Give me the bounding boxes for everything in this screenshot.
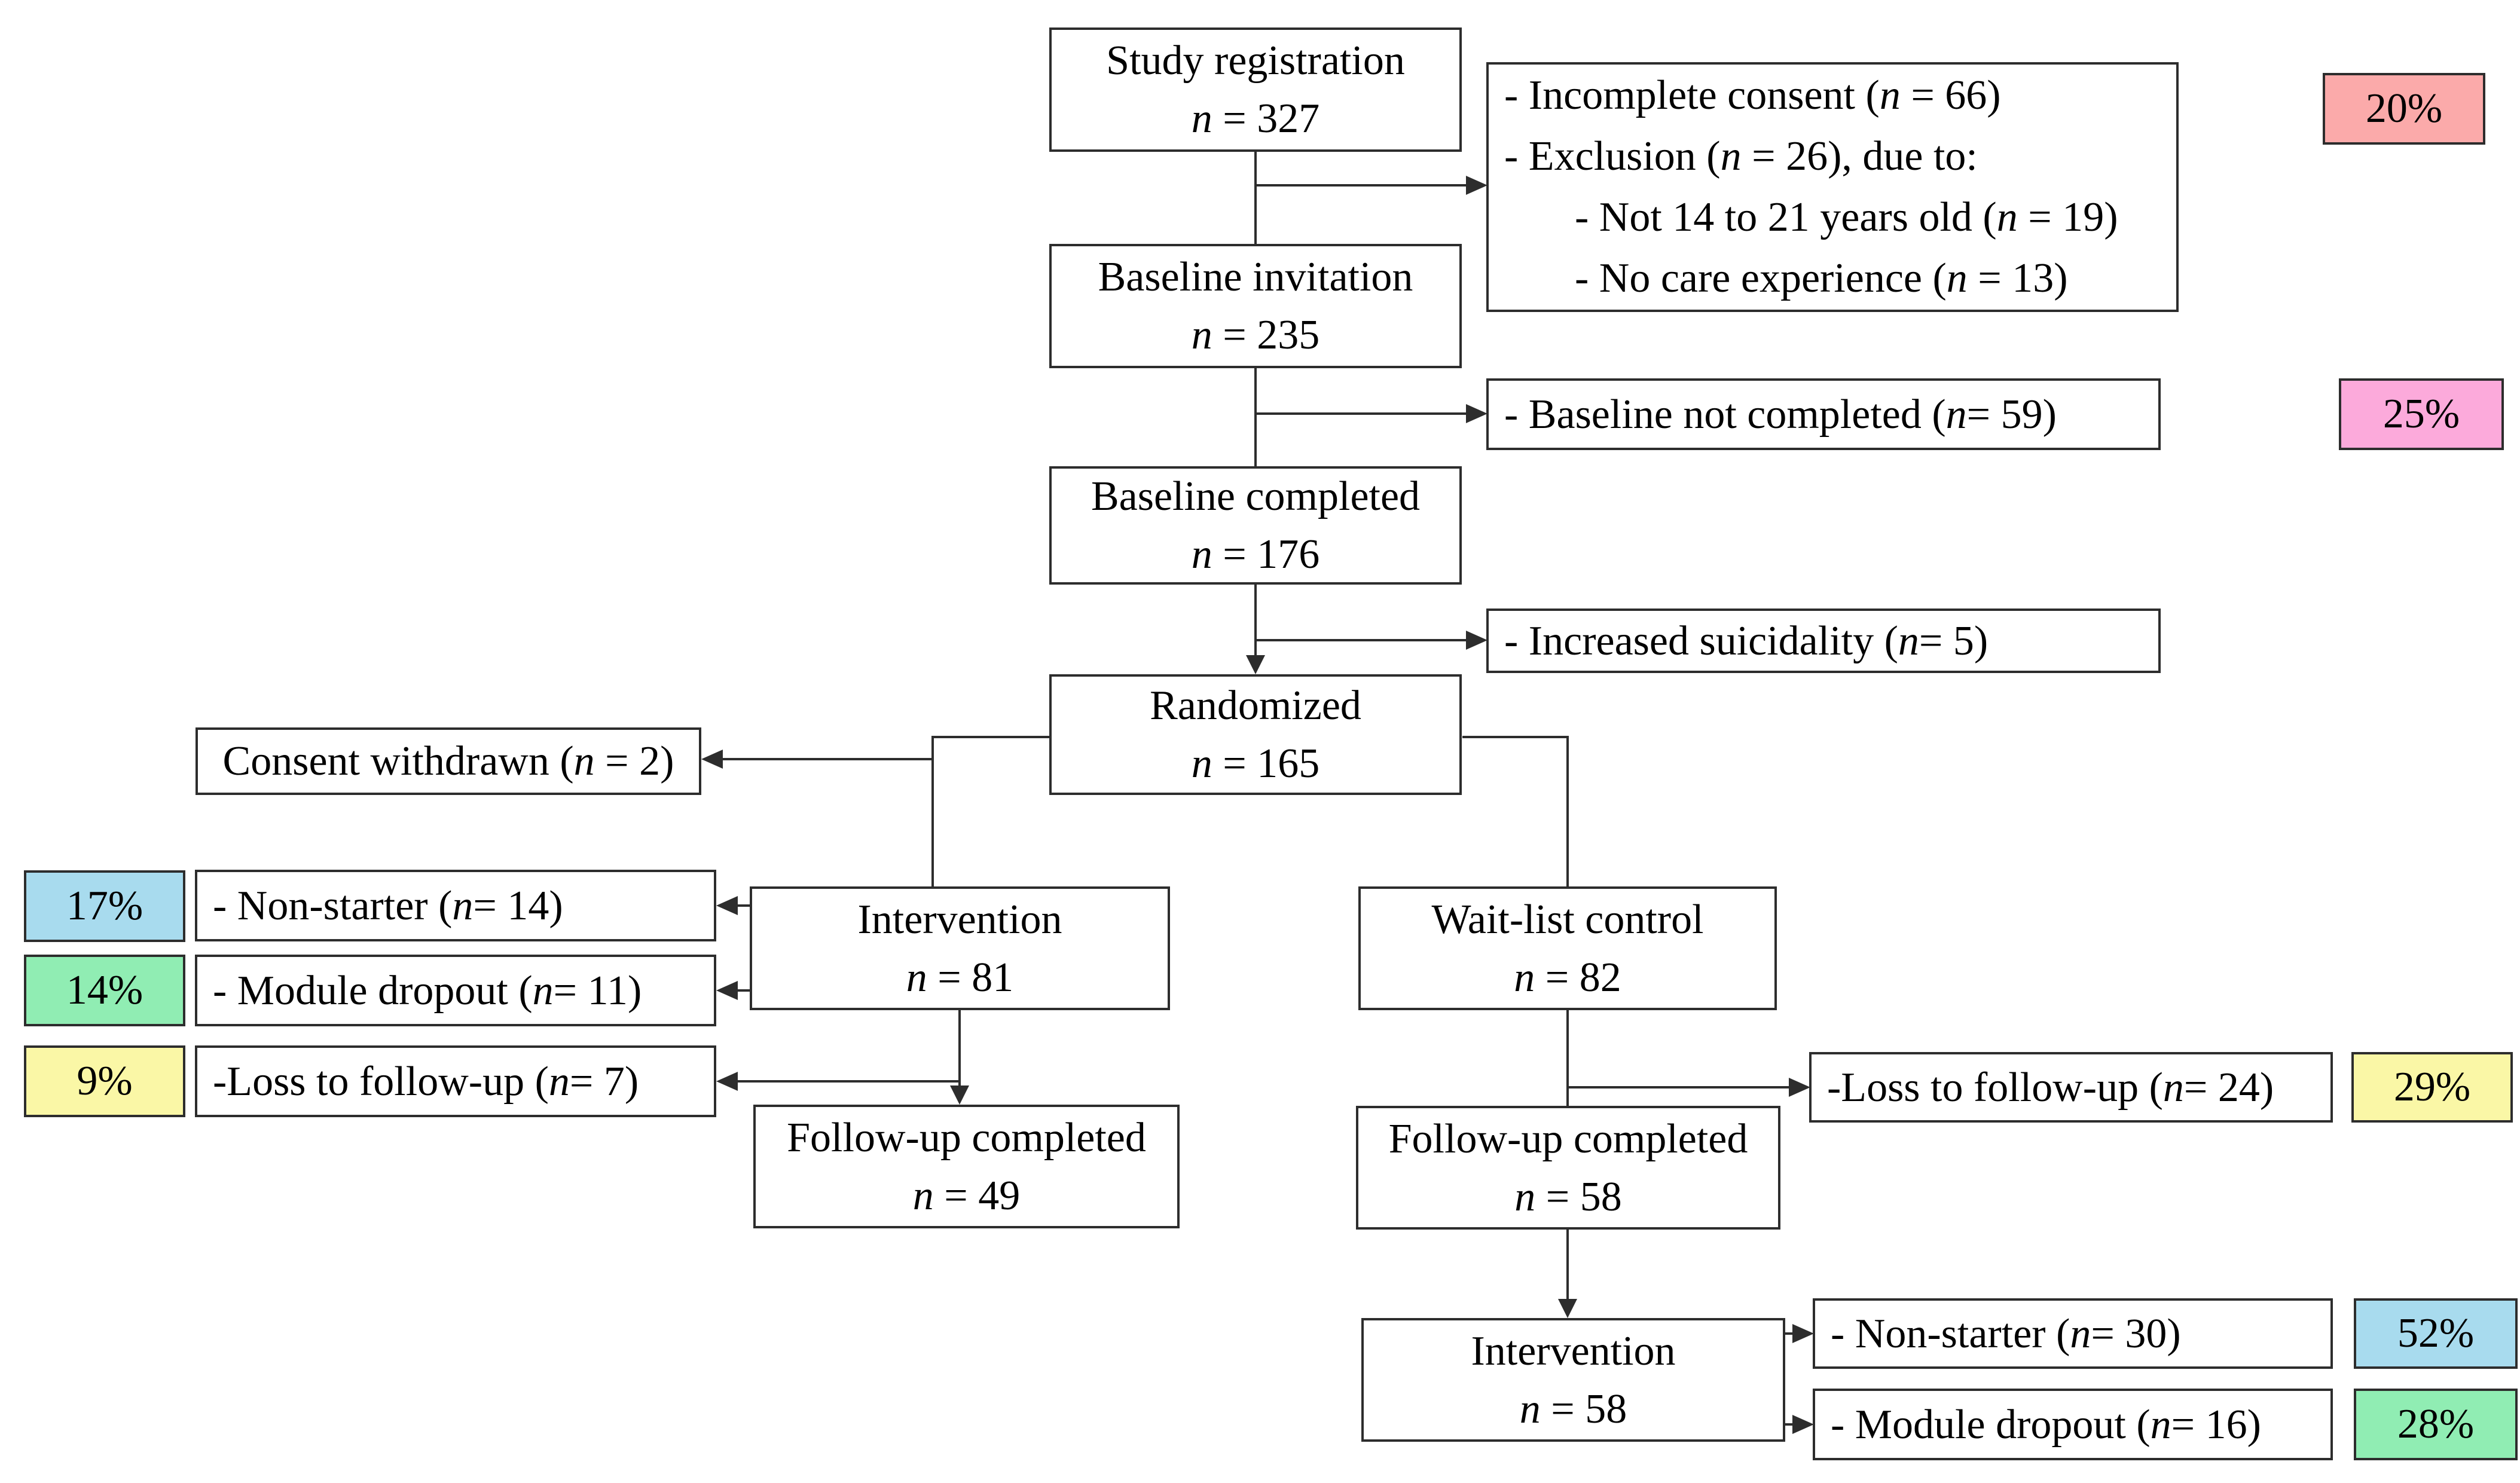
node-baseline-completed: Baseline completed n = 176 xyxy=(1049,466,1462,585)
connector-waitlist-followup xyxy=(1566,1010,1569,1106)
arrowhead-right xyxy=(1789,1078,1810,1097)
node-study-registration: Study registration n = 327 xyxy=(1049,27,1462,152)
rate-badge-dropout-intervention: 14% xyxy=(24,955,185,1026)
rate-value: 20% xyxy=(2365,85,2443,132)
node-title: Wait-list control xyxy=(1431,896,1704,943)
rate-badge-loss-intervention: 9% xyxy=(24,1045,185,1117)
exclusion-line: - Exclusion (n = 26), due to: xyxy=(1504,133,1978,179)
exclusion-box-dropout-intervention: - Module dropout (n = 11) xyxy=(195,955,716,1026)
exclusion-subline: - No care experience (n = 13) xyxy=(1575,255,2068,301)
exclusion-box-loss-waitlist: -Loss to follow-up (n = 24) xyxy=(1809,1052,2333,1123)
connector-to-dropout-intervention xyxy=(737,989,751,992)
node-title: Randomized xyxy=(1150,683,1361,729)
connector-to-consent-withdrawn xyxy=(722,758,934,760)
rate-badge-nonstarter-intervention: 17% xyxy=(24,870,185,942)
connector-registration-invitation xyxy=(1254,152,1257,244)
connector-to-increased-suicidality xyxy=(1256,639,1467,641)
exclusion-box-dropout-waitlist: - Module dropout (n = 16) xyxy=(1813,1389,2333,1460)
rate-value: 52% xyxy=(2397,1310,2475,1356)
arrowhead-left xyxy=(716,981,738,1000)
node-title: Follow-up completed xyxy=(787,1114,1146,1161)
exclusion-box-baseline-not-completed: - Baseline not completed (n = 59) xyxy=(1486,378,2161,450)
rate-badge-nonstarter-waitlist: 52% xyxy=(2354,1298,2518,1369)
arrowhead-down xyxy=(1558,1299,1577,1318)
rate-value: 25% xyxy=(2382,391,2460,437)
node-randomized: Randomized n = 165 xyxy=(1049,674,1462,795)
connector-to-loss-waitlist xyxy=(1568,1086,1789,1088)
connector-invitation-completed xyxy=(1254,368,1257,466)
arrowhead-right xyxy=(1466,404,1487,423)
node-title: Intervention xyxy=(857,896,1062,943)
node-count: n = 58 xyxy=(1514,1173,1622,1220)
connector-randomized-right-stub xyxy=(1462,736,1569,738)
node-intervention: Intervention n = 81 xyxy=(750,886,1170,1010)
arrowhead-left xyxy=(716,896,738,915)
exclusion-line: Consent withdrawn (n = 2) xyxy=(222,738,674,784)
arrowhead-left xyxy=(701,750,723,769)
exclusion-box-nonstarter-intervention: - Non-starter (n = 14) xyxy=(195,870,716,941)
exclusion-line: - Incomplete consent (n = 66) xyxy=(1504,72,2001,118)
arrowhead-right xyxy=(1466,631,1487,650)
arrowhead-down xyxy=(1246,655,1265,674)
node-count: n = 235 xyxy=(1191,312,1320,358)
rate-badge-baseline-not-completed: 25% xyxy=(2339,378,2504,450)
connector-randomized-waitlist xyxy=(1566,736,1569,886)
node-count: n = 58 xyxy=(1519,1386,1627,1432)
arrowhead-left xyxy=(716,1072,738,1091)
arrowhead-right xyxy=(1466,176,1487,195)
node-title: Baseline invitation xyxy=(1098,254,1413,300)
node-title: Follow-up completed xyxy=(1388,1115,1748,1162)
node-title: Study registration xyxy=(1106,38,1405,84)
connector-to-registration-exclusions xyxy=(1256,184,1467,186)
connector-completed-randomized xyxy=(1254,585,1257,658)
connector-randomized-intervention xyxy=(931,736,934,886)
node-followup-intervention: Follow-up completed n = 49 xyxy=(753,1105,1180,1228)
rate-value: 9% xyxy=(77,1058,133,1104)
connector-to-loss-intervention xyxy=(737,1080,961,1083)
node-waitlist-control: Wait-list control n = 82 xyxy=(1358,886,1777,1010)
node-count: n = 81 xyxy=(906,954,1014,1001)
rate-value: 29% xyxy=(2393,1064,2471,1110)
arrowhead-right xyxy=(1792,1415,1814,1434)
node-count: n = 82 xyxy=(1514,954,1621,1001)
connector-to-nonstarter-intervention xyxy=(737,904,751,907)
exclusion-box-consent-withdrawn: Consent withdrawn (n = 2) xyxy=(196,727,701,795)
rate-value: 14% xyxy=(66,967,143,1013)
node-followup-waitlist: Follow-up completed n = 58 xyxy=(1356,1106,1780,1230)
node-count: n = 165 xyxy=(1191,741,1320,787)
rate-value: 28% xyxy=(2397,1401,2475,1447)
exclusion-box-registration: - Incomplete consent (n = 66) - Exclusio… xyxy=(1486,62,2179,312)
connector-intervention-followup xyxy=(958,1010,961,1088)
node-title: Baseline completed xyxy=(1091,473,1421,519)
rate-value: 17% xyxy=(66,883,143,929)
node-baseline-invitation: Baseline invitation n = 235 xyxy=(1049,244,1462,368)
connector-to-baseline-not-completed xyxy=(1256,412,1467,415)
node-count: n = 176 xyxy=(1191,531,1320,577)
exclusion-box-increased-suicidality: - Increased suicidality (n = 5) xyxy=(1486,609,2161,673)
exclusion-subline: - Not 14 to 21 years old (n = 19) xyxy=(1575,194,2118,240)
connector-to-nonstarter-waitlist xyxy=(1785,1332,1795,1335)
node-intervention-waitlist: Intervention n = 58 xyxy=(1361,1318,1785,1442)
rate-badge-loss-waitlist: 29% xyxy=(2351,1052,2513,1123)
connector-randomized-left-stub xyxy=(933,736,1050,738)
rate-badge-incomplete-consent: 20% xyxy=(2323,73,2485,145)
node-count: n = 327 xyxy=(1191,96,1320,142)
exclusion-box-loss-intervention: -Loss to follow-up (n = 7) xyxy=(195,1045,716,1117)
node-title: Intervention xyxy=(1471,1328,1676,1374)
rate-badge-dropout-waitlist: 28% xyxy=(2354,1389,2518,1460)
arrowhead-down xyxy=(950,1086,969,1105)
connector-followup-intervention-waitlist xyxy=(1566,1230,1569,1301)
node-count: n = 49 xyxy=(912,1172,1021,1219)
exclusion-box-nonstarter-waitlist: - Non-starter (n = 30) xyxy=(1813,1298,2333,1369)
arrowhead-right xyxy=(1792,1324,1814,1343)
connector-to-dropout-waitlist xyxy=(1785,1423,1795,1426)
